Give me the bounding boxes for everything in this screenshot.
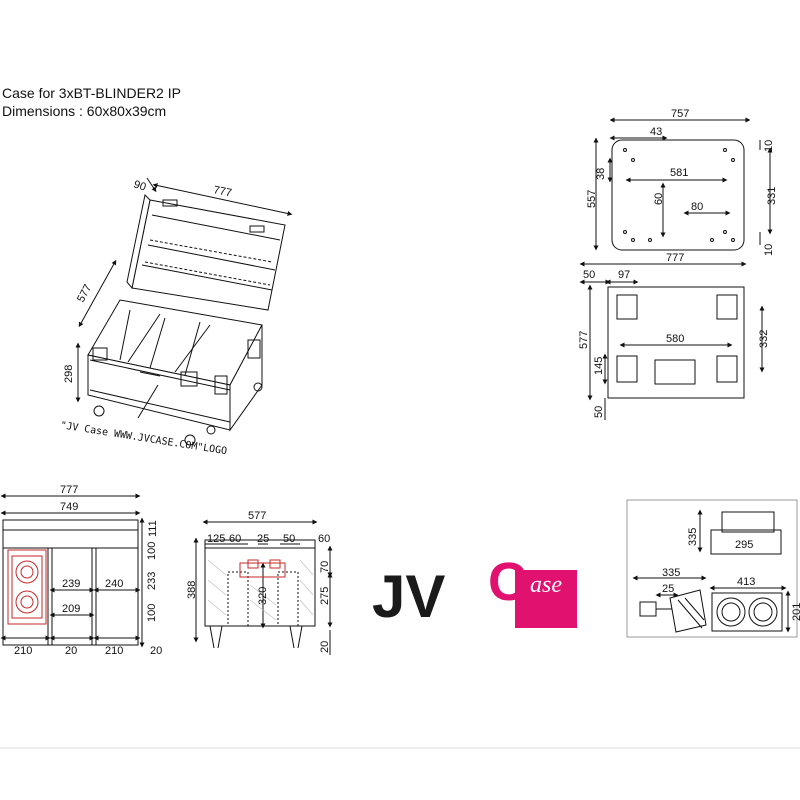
jv-case-logo: JV C ase <box>372 552 577 630</box>
front-c239-label: 239 <box>62 578 80 590</box>
front-r111-label: 111 <box>147 520 159 537</box>
side-overall-label: 577 <box>248 510 266 522</box>
bottom-inner-label: 580 <box>666 333 684 345</box>
front-r233-label: 233 <box>146 572 158 590</box>
bottom-overall-label: 777 <box>666 252 684 264</box>
side-section-view <box>193 519 333 655</box>
bottom-right-label: 332 <box>758 330 770 348</box>
bottom-left-label: 145 <box>593 357 605 375</box>
bottom-pad-label: 97 <box>618 269 630 281</box>
bottom-left-edge-label: 50 <box>583 269 595 281</box>
side-r275-label: 275 <box>319 587 331 605</box>
side-foam-hatch <box>207 559 314 621</box>
lid-slot-label: 60 <box>653 193 665 205</box>
isometric-view <box>75 177 293 446</box>
logo-jv-text: JV <box>372 563 445 630</box>
fixture-depth-label: 335 <box>662 567 680 579</box>
fixture-bracket-label: 25 <box>662 583 674 595</box>
logo-pink-square <box>515 570 577 628</box>
page-title: Case for 3xBT-BLINDER2 IP <box>2 85 181 101</box>
front-b210b-label: 210 <box>105 645 123 657</box>
fixture-top-h-label: 335 <box>687 528 699 546</box>
blinder-fixture-red <box>7 549 47 625</box>
logo-c-letter: C <box>488 552 527 612</box>
side-left-label: 388 <box>186 581 198 599</box>
front-b20b-label: 20 <box>150 645 162 657</box>
fixture-top-w-label: 295 <box>735 539 753 551</box>
iso-height-label: 298 <box>63 365 75 383</box>
lid-hole-label: 80 <box>691 201 703 213</box>
iso-width-label: 577 <box>75 283 94 305</box>
lid-overall-label: 757 <box>671 108 689 120</box>
side-t60b-label: 60 <box>318 533 330 545</box>
lid-view <box>593 117 773 251</box>
lid-right-span-label: 331 <box>766 187 778 205</box>
front-r100b-label: 100 <box>146 604 158 622</box>
lid-right-bottom-label: 10 <box>763 244 775 256</box>
iso-length-label: 777 <box>212 184 232 199</box>
lid-inner-label: 581 <box>670 167 688 179</box>
front-b20a-label: 20 <box>65 645 77 657</box>
fixture-height-label: 201 <box>791 603 800 621</box>
front-c240-label: 240 <box>105 578 123 590</box>
bottom-bottom-label: 50 <box>593 406 605 418</box>
front-r100a-label: 100 <box>146 542 158 560</box>
logo-note: "JV Case WWW.JVCASE.COM"LOGO <box>60 420 228 457</box>
bottom-height-label: 577 <box>578 331 590 349</box>
side-t50-label: 50 <box>283 533 295 545</box>
bottom-view <box>579 261 765 420</box>
lid-top-label: 38 <box>595 168 607 180</box>
side-r70-label: 70 <box>319 561 331 573</box>
side-fixture-red <box>239 559 286 578</box>
fixture-width-label: 413 <box>737 576 755 588</box>
lid-edge-label: 43 <box>650 126 662 138</box>
side-t25-label: 25 <box>257 533 269 545</box>
front-section-view <box>0 493 145 648</box>
iso-depth-label: 90 <box>132 178 147 193</box>
page-subtitle: Dimensions : 60x80x39cm <box>2 103 167 119</box>
front-b210a-label: 210 <box>14 645 32 657</box>
logo-case-text: ase <box>530 572 562 598</box>
side-r20-label: 20 <box>319 641 331 653</box>
lid-right-top-label: 10 <box>763 140 775 152</box>
front-inner-label: 749 <box>60 501 78 513</box>
side-t125-label: 125 <box>207 533 225 545</box>
side-t60a-label: 60 <box>229 533 241 545</box>
fixture-view <box>626 499 798 638</box>
side-center-label: 320 <box>257 587 269 605</box>
front-c209-label: 209 <box>62 603 80 615</box>
lid-height-label: 557 <box>586 190 598 208</box>
front-outer-label: 777 <box>60 484 78 496</box>
